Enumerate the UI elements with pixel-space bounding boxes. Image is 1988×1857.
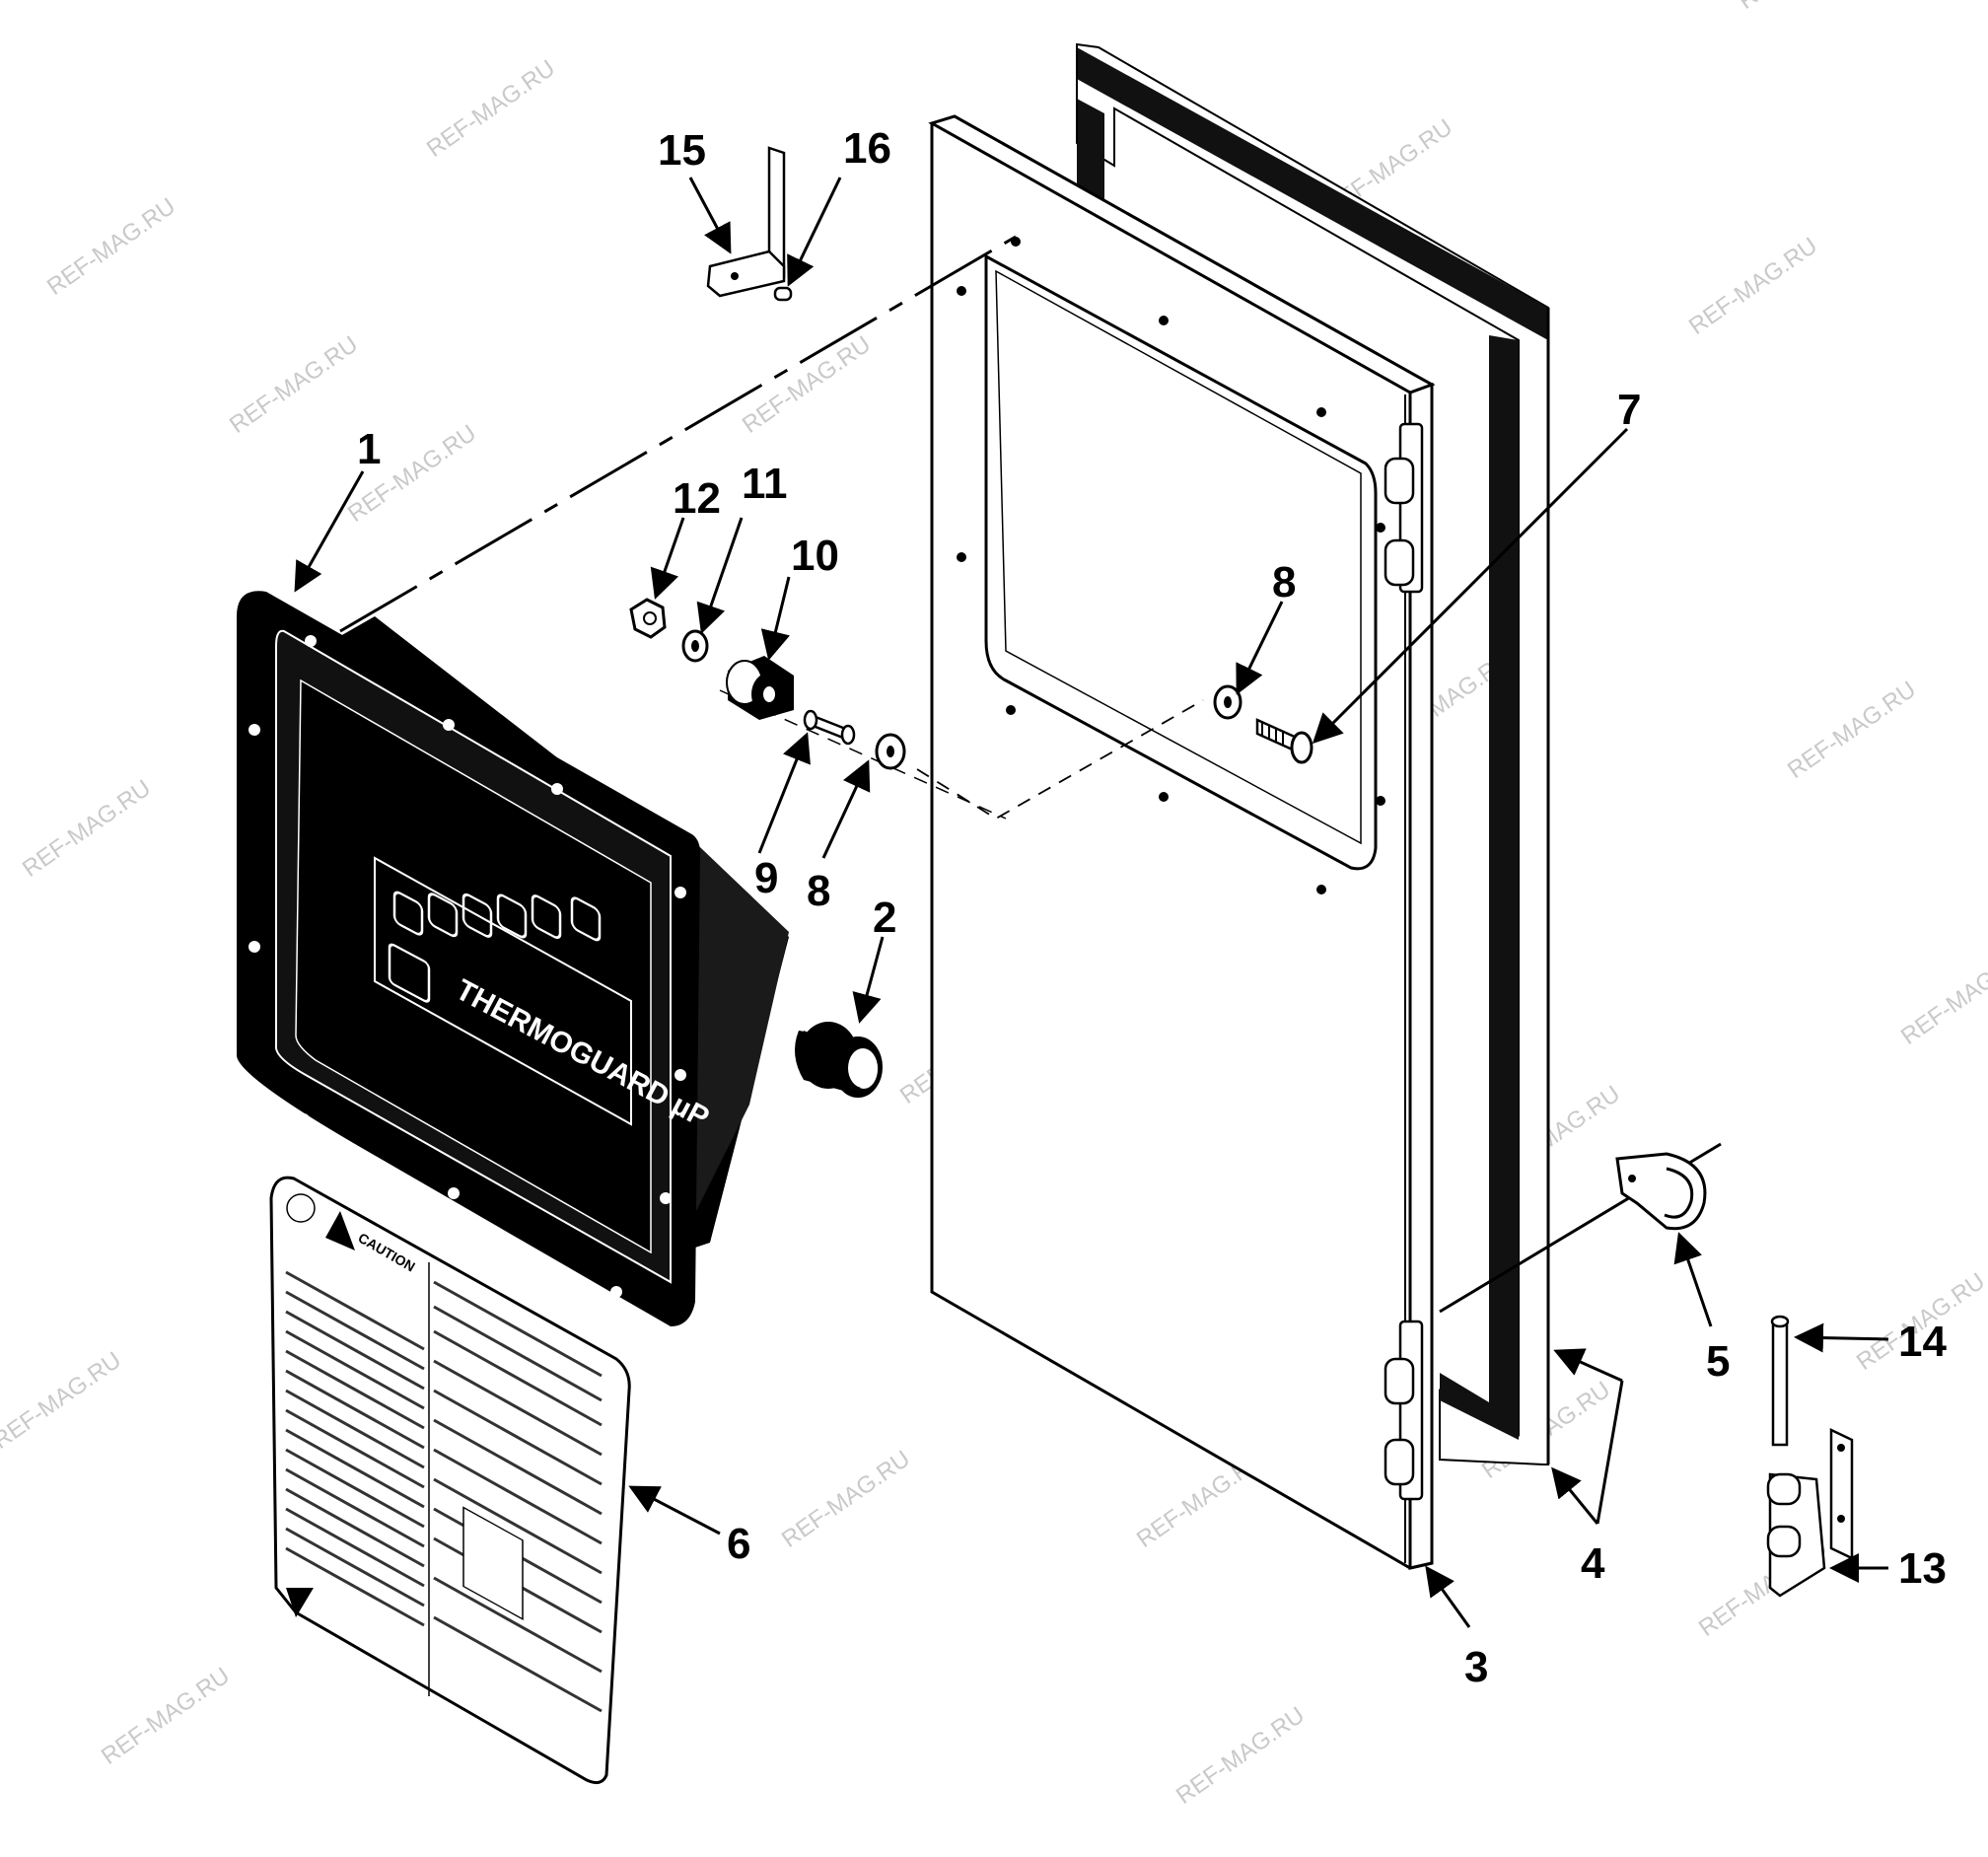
watermark: REF-MAG.RU — [422, 55, 560, 163]
watermark: REF-MAG.RU — [738, 331, 876, 439]
controller-housing: THERMOGUARD µP — [237, 591, 789, 1326]
flat-washer — [1213, 684, 1242, 720]
watermark: REF-MAG.RU — [42, 193, 180, 301]
watermark: REF-MAG.RU — [97, 1663, 235, 1770]
callout-labels: 1 2 3 4 5 6 7 8 8 9 10 11 12 13 14 15 16 — [357, 124, 1947, 1691]
callout-3: 3 — [1464, 1643, 1488, 1691]
watermark: REF-MAG.RU — [1684, 233, 1822, 340]
callout-15: 15 — [658, 126, 706, 175]
watermark: REF-MAG.RU — [1896, 943, 1988, 1050]
callout-8-upper: 8 — [1272, 558, 1296, 607]
callout-16: 16 — [843, 124, 891, 173]
cable-clamp — [1615, 1152, 1707, 1231]
callout-9: 9 — [754, 854, 778, 902]
callout-2: 2 — [873, 893, 896, 942]
callout-10: 10 — [791, 532, 839, 580]
bracket — [706, 146, 786, 298]
callout-1: 1 — [357, 425, 381, 473]
hex-nut — [629, 598, 667, 639]
spacer — [726, 656, 794, 720]
watermark: REF-MAG.RU — [18, 775, 156, 883]
mounting-hardware — [629, 598, 1314, 770]
hinge — [1766, 1428, 1854, 1598]
watermark: REF-MAG.RU — [225, 331, 363, 439]
caution-decal: CAUTION — [269, 1176, 631, 1785]
callout-4: 4 — [1581, 1539, 1605, 1588]
small-pin — [773, 286, 793, 302]
callout-8-lower: 8 — [807, 867, 830, 915]
hinge-pin — [1770, 1315, 1790, 1447]
callout-14: 14 — [1898, 1318, 1947, 1366]
callout-6: 6 — [727, 1520, 750, 1568]
watermark: REF-MAG.RU — [0, 1347, 126, 1455]
callout-13: 13 — [1898, 1544, 1947, 1593]
display-digits — [388, 891, 602, 1003]
screw — [1255, 718, 1314, 764]
watermark: REF-MAG.RU — [1172, 1702, 1310, 1810]
lock-washer — [681, 629, 709, 663]
leader-arrows — [294, 177, 1889, 1628]
callout-7: 7 — [1617, 386, 1641, 434]
watermark: REF-MAG.RU — [1734, 0, 1872, 15]
watermark: REF-MAG.RU — [777, 1446, 915, 1553]
control-knob — [795, 1022, 883, 1098]
callout-11: 11 — [742, 460, 788, 508]
callout-5: 5 — [1706, 1337, 1730, 1386]
callout-12: 12 — [673, 474, 721, 523]
decal-text-lines — [285, 1270, 603, 1713]
flat-washer — [875, 733, 906, 770]
door-panel — [928, 114, 1436, 1570]
pin — [803, 709, 856, 746]
watermark: REF-MAG.RU — [1783, 677, 1921, 784]
